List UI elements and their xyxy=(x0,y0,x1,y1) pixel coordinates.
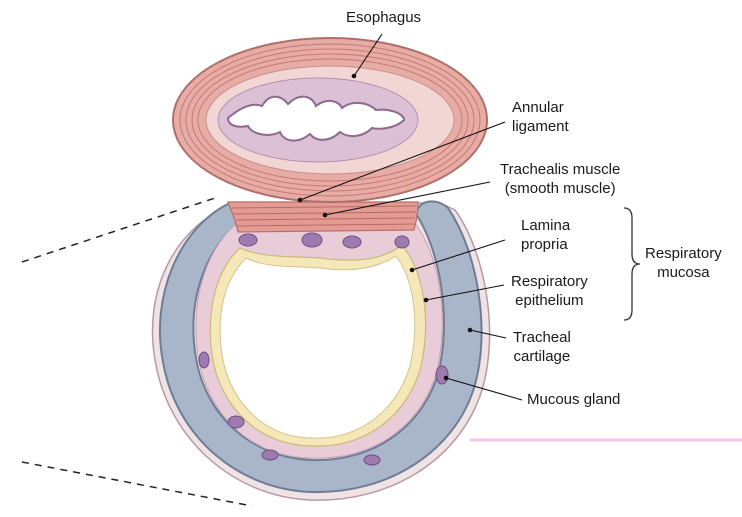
leader-dot xyxy=(298,198,303,203)
mucous-gland xyxy=(228,416,244,428)
leader-dot xyxy=(352,74,357,79)
label-annular-ligament-line2: ligament xyxy=(512,117,569,136)
trachea xyxy=(153,201,490,500)
label-tracheal-cartilage-line2: cartilage xyxy=(513,347,571,366)
label-annular-ligament: Annular ligament xyxy=(512,98,569,136)
label-tracheal-cartilage: Tracheal cartilage xyxy=(513,328,571,366)
leader-dot xyxy=(410,268,415,273)
respiratory-mucosa-bracket xyxy=(624,208,640,320)
leader-dot xyxy=(444,376,449,381)
label-respiratory-epithelium-line2: epithelium xyxy=(511,291,588,310)
label-respiratory-mucosa-line1: Respiratory xyxy=(645,244,722,263)
mucous-gland xyxy=(239,234,257,246)
label-respiratory-mucosa: Respiratory mucosa xyxy=(645,244,722,282)
mucous-gland xyxy=(436,366,448,384)
label-lamina-propria-line2: propria xyxy=(521,235,570,254)
mucous-gland xyxy=(262,450,278,460)
mucous-gland xyxy=(302,233,322,247)
label-mucous-gland: Mucous gland xyxy=(527,390,620,409)
leader-dot xyxy=(323,213,328,218)
label-esophagus: Esophagus xyxy=(346,8,421,27)
label-trachealis-muscle-line1: Trachealis muscle xyxy=(500,160,620,179)
leader-dot xyxy=(424,298,429,303)
dashed-guide-line-lower xyxy=(22,462,252,506)
label-lamina-propria: Lamina propria xyxy=(521,216,570,254)
mucous-gland xyxy=(395,236,409,248)
esophagus xyxy=(173,38,487,202)
leader-dot xyxy=(468,328,473,333)
label-respiratory-mucosa-line2: mucosa xyxy=(645,263,722,282)
mucous-gland xyxy=(199,352,209,368)
label-annular-ligament-line1: Annular xyxy=(512,98,569,117)
label-tracheal-cartilage-line1: Tracheal xyxy=(513,328,571,347)
mucous-gland xyxy=(364,455,380,465)
label-lamina-propria-line1: Lamina xyxy=(521,216,570,235)
label-trachealis-muscle: Trachealis muscle (smooth muscle) xyxy=(500,160,620,198)
label-respiratory-epithelium: Respiratory epithelium xyxy=(511,272,588,310)
label-respiratory-epithelium-line1: Respiratory xyxy=(511,272,588,291)
mucous-gland xyxy=(343,236,361,248)
label-trachealis-muscle-line2: (smooth muscle) xyxy=(500,179,620,198)
